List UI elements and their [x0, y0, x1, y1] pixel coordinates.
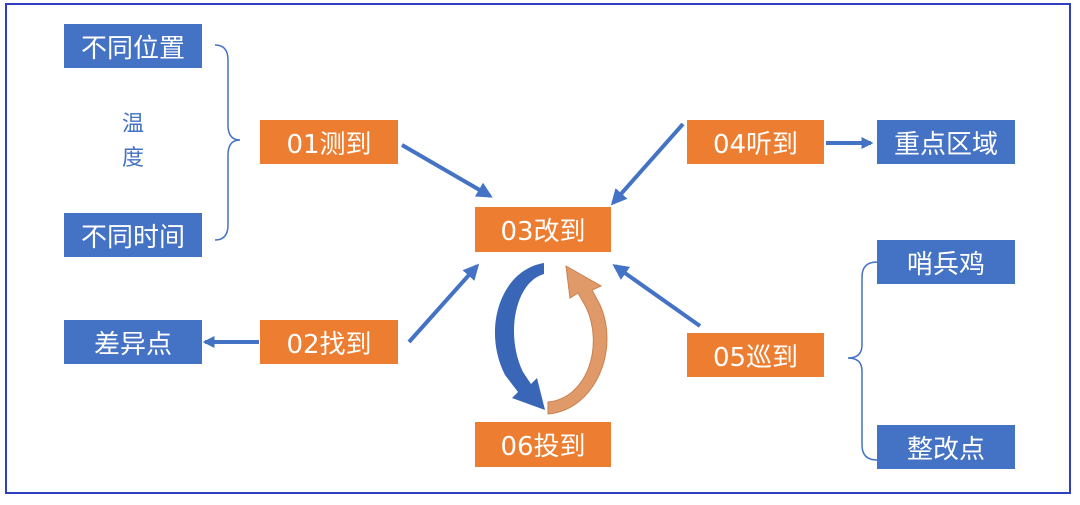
right-brace	[847, 261, 878, 461]
different-time-box: 不同时间	[64, 213, 202, 257]
step-01-box: 01测到	[260, 120, 398, 164]
step-03-box: 03改到	[475, 207, 611, 252]
arrow-01-to-03	[400, 143, 493, 198]
step-02-box: 02找到	[260, 320, 398, 364]
arrow-05-to-03	[612, 264, 702, 328]
temperature-label: 温 度	[118, 108, 148, 176]
step-06-box: 06投到	[475, 422, 611, 467]
cycle-arrow-orange	[547, 265, 608, 415]
step-04-box: 04听到	[687, 120, 824, 164]
different-location-box: 不同位置	[64, 24, 202, 68]
temperature-label-line1: 温	[121, 112, 144, 137]
sentinel-chicken-box: 哨兵鸡	[877, 240, 1015, 284]
arrow-04-to-03	[610, 122, 685, 206]
step-05-box: 05巡到	[687, 333, 824, 377]
key-area-box: 重点区域	[877, 120, 1015, 164]
arrow-02-to-03	[407, 263, 480, 344]
temperature-label-line2: 度	[121, 146, 144, 171]
cycle-arrow-blue	[494, 263, 545, 410]
difference-point-box: 差异点	[64, 320, 202, 364]
rectification-point-box: 整改点	[877, 425, 1015, 469]
left-brace	[214, 44, 241, 241]
